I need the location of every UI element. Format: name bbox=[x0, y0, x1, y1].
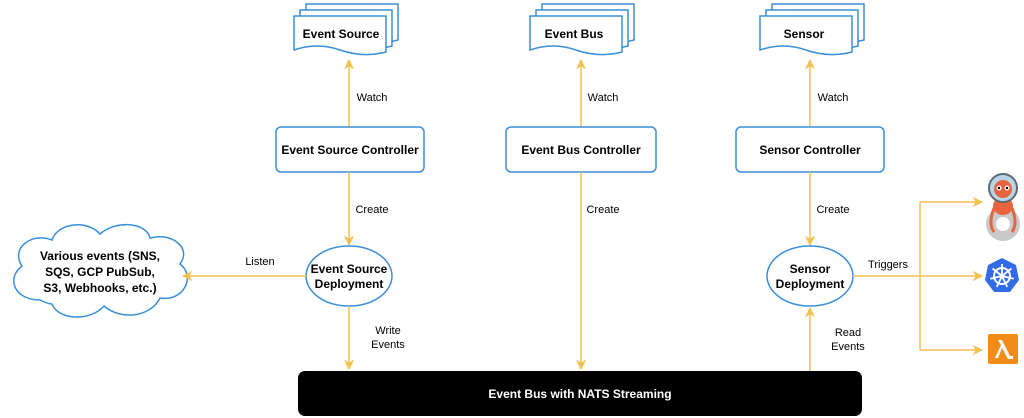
create-label-sensor: Create bbox=[816, 204, 849, 216]
create-label-event-bus: Create bbox=[586, 204, 619, 216]
kubernetes-icon bbox=[985, 258, 1019, 292]
events-cloud-line3: S3, Webhooks, etc.) bbox=[43, 281, 156, 295]
watch-label-event-bus: Watch bbox=[588, 92, 619, 104]
sensor-resource: Sensor bbox=[759, 3, 865, 56]
sensor-deployment: Sensor Deployment bbox=[766, 245, 854, 307]
watch-label-sensor: Watch bbox=[818, 92, 849, 104]
sensor-controller-label: Sensor Controller bbox=[759, 143, 861, 157]
argo-workflows-icon bbox=[986, 173, 1020, 241]
sensor-deployment-line2: Deployment bbox=[776, 277, 845, 291]
triggers-connector bbox=[853, 196, 984, 356]
event-source-deployment-line1: Event Source bbox=[311, 262, 388, 276]
event-bus-bar-label: Event Bus with NATS Streaming bbox=[488, 387, 671, 401]
write-label-line2: Events bbox=[371, 339, 405, 351]
event-bus-controller: Event Bus Controller bbox=[505, 126, 657, 173]
events-cloud: Various events (SNS, SQS, GCP PubSub, S3… bbox=[13, 223, 189, 318]
event-source-deployment-line2: Deployment bbox=[315, 277, 384, 291]
triggers-label: Triggers bbox=[868, 259, 908, 271]
aws-lambda-icon bbox=[988, 334, 1018, 364]
event-bus-bar: Event Bus with NATS Streaming bbox=[298, 371, 862, 416]
sensor-controller: Sensor Controller bbox=[735, 126, 885, 173]
event-source-controller-label: Event Source Controller bbox=[281, 143, 419, 157]
watch-label-event-source: Watch bbox=[357, 92, 388, 104]
event-source-resource: Event Source bbox=[293, 3, 399, 56]
event-bus-controller-label: Event Bus Controller bbox=[521, 143, 641, 157]
write-label-line1: Write bbox=[375, 325, 400, 337]
sensor-label: Sensor bbox=[784, 27, 825, 41]
read-label-line2: Events bbox=[831, 341, 865, 353]
events-cloud-line1: Various events (SNS, bbox=[40, 249, 160, 263]
create-label-event-source: Create bbox=[355, 204, 388, 216]
listen-label: Listen bbox=[245, 256, 274, 268]
events-cloud-line2: SQS, GCP PubSub, bbox=[45, 265, 155, 279]
event-bus-resource: Event Bus bbox=[529, 3, 635, 56]
event-source-deployment: Event Source Deployment bbox=[305, 245, 393, 307]
event-source-label: Event Source bbox=[303, 27, 380, 41]
event-source-controller: Event Source Controller bbox=[275, 126, 425, 173]
sensor-deployment-line1: Sensor bbox=[790, 262, 831, 276]
event-bus-label: Event Bus bbox=[545, 27, 604, 41]
read-label-line1: Read bbox=[835, 327, 861, 339]
